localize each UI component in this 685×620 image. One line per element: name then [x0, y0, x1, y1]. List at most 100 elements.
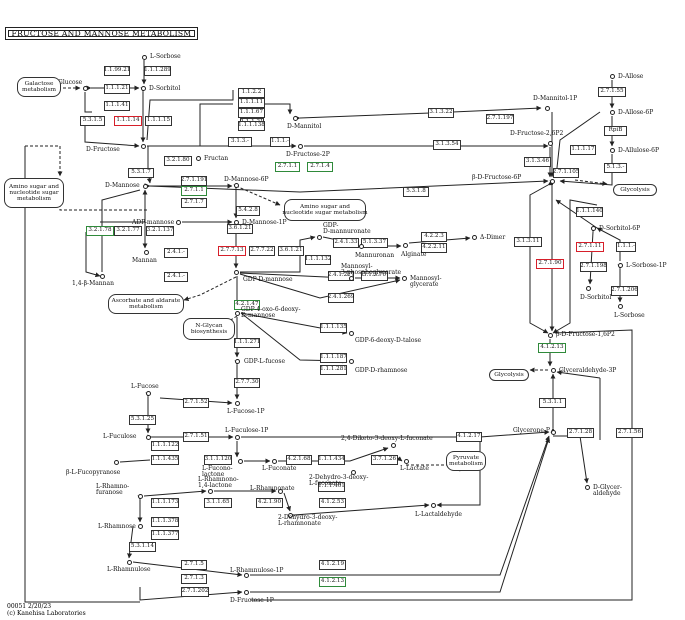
compound-node[interactable]	[82, 85, 88, 91]
compound-node[interactable]	[550, 429, 556, 435]
compound-node[interactable]	[401, 275, 407, 281]
enzyme-box[interactable]: 2.7.1.90	[536, 259, 564, 269]
enzyme-box[interactable]: 2.4.1.269	[328, 293, 354, 303]
enzyme-box[interactable]: 3.1.3.11	[514, 237, 542, 247]
enzyme-box[interactable]: 1.1.1.140	[576, 207, 603, 217]
enzyme-box[interactable]: 4.1.2.17	[456, 432, 482, 442]
compound-node[interactable]	[126, 559, 132, 565]
enzyme-box[interactable]: 4.2.2.11	[421, 243, 447, 253]
enzyme-box[interactable]: 4.2.1.90	[256, 498, 283, 508]
compound-node[interactable]	[547, 140, 553, 146]
enzyme-box[interactable]: 1.1.1.187	[320, 353, 347, 363]
enzyme-box[interactable]: 2.7.1.7	[181, 198, 207, 208]
enzyme-box[interactable]: 1.1.1.11	[238, 98, 265, 108]
compound-node[interactable]	[234, 358, 240, 364]
pathway-map-link[interactable]: N-Glycan biosynthesis	[183, 318, 235, 340]
enzyme-box[interactable]: 2.7.1.198	[580, 262, 607, 272]
compound-node[interactable]	[348, 275, 354, 281]
compound-node[interactable]	[287, 512, 293, 518]
enzyme-box[interactable]: 3.1.1.65	[204, 498, 232, 508]
enzyme-box[interactable]: 3.6.1.21	[227, 224, 253, 234]
compound-node[interactable]	[292, 115, 298, 121]
compound-node[interactable]	[99, 273, 105, 279]
compound-node[interactable]	[348, 330, 354, 336]
enzyme-box[interactable]: 2.4.1.33	[333, 238, 359, 248]
compound-node[interactable]	[585, 285, 591, 291]
enzyme-box[interactable]: 5.1.3.37	[361, 238, 388, 248]
enzyme-box[interactable]: 1.1.1.378	[151, 517, 179, 527]
compound-node[interactable]	[316, 234, 322, 240]
compound-node[interactable]	[233, 182, 239, 188]
enzyme-box[interactable]: 1.1.1.-	[270, 137, 290, 147]
pathway-map-link[interactable]: Ascorbate and aldarate metabolism	[108, 294, 184, 314]
compound-node[interactable]	[358, 243, 364, 249]
enzyme-box[interactable]: 2.7.1.55	[598, 87, 626, 97]
enzyme-box[interactable]: 1.1.1.377	[151, 530, 179, 540]
enzyme-box[interactable]: 1.1.1.271	[234, 338, 260, 348]
compound-node[interactable]	[549, 178, 555, 184]
enzyme-box[interactable]: 3.2.1.78	[86, 226, 114, 236]
enzyme-box[interactable]: 4.1.2.53	[319, 498, 346, 508]
compound-node[interactable]	[141, 54, 147, 60]
enzyme-box[interactable]: RpiB	[604, 126, 627, 136]
enzyme-box[interactable]: 4.1.2.13	[538, 343, 566, 353]
enzyme-box[interactable]: 5.3.1.8	[403, 187, 429, 197]
pathway-map-link[interactable]: Pyruvate metabolism	[446, 451, 486, 471]
enzyme-box[interactable]: 2.7.1.3	[181, 574, 207, 584]
compound-node[interactable]	[544, 105, 550, 111]
enzyme-box[interactable]: 3.1.1.120	[204, 455, 232, 465]
compound-node[interactable]	[243, 589, 249, 595]
compound-node[interactable]	[350, 469, 356, 475]
enzyme-box[interactable]: 3.2.1.137	[146, 226, 174, 236]
enzyme-box[interactable]: 2.7.1.11	[576, 242, 604, 252]
compound-node[interactable]	[403, 458, 409, 464]
compound-node[interactable]	[233, 269, 239, 275]
enzyme-box[interactable]: 2.7.7.22	[249, 246, 275, 256]
enzyme-box[interactable]: 3.2.1.77	[114, 226, 142, 236]
compound-node[interactable]	[207, 488, 213, 494]
enzyme-box[interactable]: 2.7.7.30	[234, 378, 260, 388]
enzyme-box[interactable]: 2.7.1.105	[553, 168, 579, 178]
enzyme-box[interactable]: 2.7.7.13	[218, 246, 246, 256]
enzyme-box[interactable]: 2.7.1.1	[181, 186, 207, 196]
compound-node[interactable]	[140, 85, 146, 91]
compound-node[interactable]	[584, 484, 590, 490]
compound-node[interactable]	[271, 458, 277, 464]
compound-node[interactable]	[137, 493, 143, 499]
compound-node[interactable]	[145, 390, 151, 396]
enzyme-box[interactable]: 3.6.1.21	[278, 246, 304, 256]
enzyme-box[interactable]: 2.7.1.5	[181, 560, 207, 570]
pathway-map-link[interactable]: Glycolysis	[489, 369, 529, 381]
compound-node[interactable]	[137, 523, 143, 529]
compound-node[interactable]	[547, 332, 553, 338]
enzyme-box[interactable]: 2.7.1.1	[275, 162, 300, 172]
enzyme-box[interactable]: 1.1.1.401	[318, 482, 345, 492]
enzyme-box[interactable]: 5.1.3.-	[604, 163, 627, 173]
enzyme-box[interactable]: 5.3.1.7	[128, 168, 154, 178]
pathway-map-link[interactable]: Amino sugar and nucleotide sugar metabol…	[282, 199, 368, 221]
enzyme-box[interactable]: 1.1.1.15	[145, 116, 172, 126]
enzyme-box[interactable]: 1.1.2.2	[238, 88, 265, 98]
compound-node[interactable]	[234, 310, 240, 316]
enzyme-box[interactable]: 2.7.1.202	[181, 587, 209, 597]
enzyme-box[interactable]: 1.1.1.14	[114, 116, 142, 126]
compound-node[interactable]	[609, 73, 615, 79]
enzyme-box[interactable]: 1.1.1.21	[104, 84, 130, 94]
compound-node[interactable]	[617, 262, 623, 268]
enzyme-box[interactable]: 5.3.1.25	[129, 415, 156, 425]
compound-node[interactable]	[609, 109, 615, 115]
compound-node[interactable]	[390, 442, 396, 448]
enzyme-box[interactable]: 2.7.1.51	[183, 432, 209, 442]
enzyme-box[interactable]: 2.4.1.217	[328, 271, 354, 281]
enzyme-box[interactable]: 3.1.3.22	[428, 108, 454, 118]
enzyme-box[interactable]: 1.1.1.138	[238, 121, 265, 131]
enzyme-box[interactable]: 1.1.99.21	[104, 66, 130, 76]
enzyme-box[interactable]: 5.3.1.1	[539, 398, 566, 408]
enzyme-box[interactable]: 1.1.1.173	[151, 498, 179, 508]
enzyme-box[interactable]: 1.1.1.41	[104, 101, 130, 111]
compound-node[interactable]	[142, 183, 148, 189]
enzyme-box[interactable]: 1.1.1.135	[320, 323, 347, 333]
enzyme-box[interactable]: 3.2.1.80	[164, 156, 192, 166]
enzyme-box[interactable]: 2.4.1.-	[164, 272, 188, 282]
pathway-map-link[interactable]: Glycolysis	[613, 184, 657, 196]
